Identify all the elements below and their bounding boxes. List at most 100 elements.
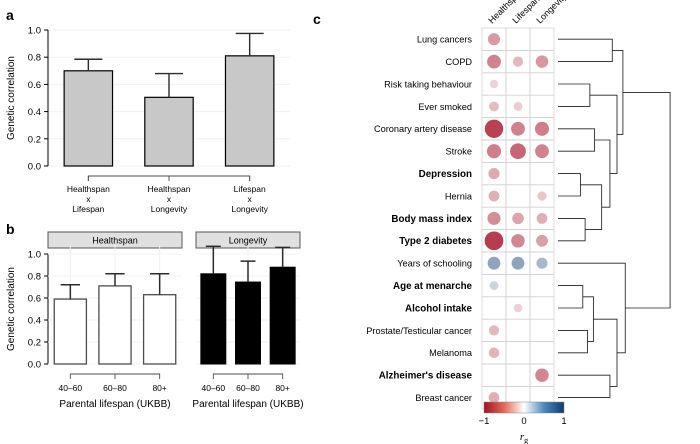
bar <box>200 273 227 365</box>
correlation-dot <box>487 256 501 270</box>
dendrogram-link <box>558 217 586 242</box>
bar <box>224 55 275 167</box>
correlation-dot <box>511 121 525 136</box>
correlation-dot <box>537 191 547 201</box>
category-label: Lifespan <box>72 204 104 214</box>
correlation-dot <box>511 234 525 248</box>
dendrogram-link <box>622 91 671 309</box>
panel-c-letter: c <box>313 11 321 27</box>
correlation-dot <box>488 392 500 404</box>
row-label: Stroke <box>445 147 472 157</box>
correlation-dot <box>484 119 504 138</box>
bar <box>269 266 296 365</box>
dendrogram-link <box>612 49 624 135</box>
y-tick-label: 0.6 <box>28 294 41 305</box>
row-label: COPD <box>445 57 472 67</box>
bar <box>144 96 194 167</box>
correlation-dot <box>536 212 548 224</box>
matrix-cell <box>505 274 531 298</box>
y-tick-label: 0.4 <box>28 316 41 327</box>
y-tick-label: 0.6 <box>28 80 41 91</box>
correlation-dot <box>487 33 501 46</box>
matrix-cell <box>481 296 507 320</box>
matrix-cell <box>505 27 531 51</box>
correlation-dot <box>486 144 502 159</box>
colorbar-tick-label: −1 <box>479 416 490 427</box>
facet-title: Healthspan <box>92 236 138 246</box>
colorbar <box>483 401 565 414</box>
correlation-dot <box>536 234 548 247</box>
category-label: 40–60 <box>59 383 83 393</box>
dendrogram-link <box>594 139 611 208</box>
dendrogram-link <box>558 329 588 354</box>
correlation-dot <box>536 257 548 269</box>
matrix-cell <box>505 363 531 387</box>
dendrogram-link <box>580 184 603 231</box>
correlation-dot <box>513 303 523 313</box>
row-label: Hernia <box>445 191 473 201</box>
colorbar-tick-label: 0 <box>521 416 526 427</box>
row-label: Lung cancers <box>417 35 473 45</box>
dendrogram-link <box>558 128 596 152</box>
category-label: Lifespan <box>234 184 266 194</box>
row-label: Melanoma <box>429 348 473 358</box>
x-axis-title: Parental lifespan (UKBB) <box>192 399 303 410</box>
y-tick-label: 0.0 <box>28 360 41 371</box>
correlation-dot <box>487 54 501 69</box>
category-label: x <box>248 194 253 204</box>
row-label: Type 2 diabetes <box>399 236 472 247</box>
matrix-cell <box>529 341 555 365</box>
correlation-dot <box>488 168 500 180</box>
category-label: x <box>86 194 91 204</box>
category-label: 80+ <box>152 383 166 393</box>
dendrogram-link <box>558 38 613 63</box>
y-tick-label: 0.8 <box>28 53 41 64</box>
correlation-dot <box>513 101 523 111</box>
y-tick-label: 0.0 <box>28 162 41 173</box>
dendrogram-link <box>558 83 591 107</box>
y-tick-label: 0.2 <box>28 134 41 145</box>
matrix-cell <box>529 27 555 51</box>
bar <box>98 285 132 365</box>
panel-b-letter: b <box>6 221 15 237</box>
row-label: Risk taking behaviour <box>384 79 472 89</box>
y-axis-title: Genetic correlation <box>6 267 17 351</box>
correlation-dot <box>489 281 499 291</box>
dendrogram-link <box>593 318 618 387</box>
dendrogram-link <box>558 173 581 197</box>
matrix-cell <box>529 94 555 118</box>
row-label: Depression <box>419 169 472 180</box>
correlation-dot <box>489 101 499 112</box>
bar <box>53 298 88 365</box>
facet-title: Longevity <box>229 236 268 246</box>
x-axis-title: Parental lifespan (UKBB) <box>59 399 170 410</box>
row-label: Coronary artery disease <box>374 124 472 134</box>
dendrogram-link <box>582 296 594 343</box>
correlation-dot <box>512 212 524 225</box>
correlation-dot <box>535 55 549 68</box>
matrix-cell <box>505 341 531 365</box>
row-label: Breast cancer <box>415 393 472 403</box>
matrix-cell <box>505 184 531 208</box>
matrix-cell <box>529 162 555 186</box>
y-tick-label: 0.8 <box>28 272 41 283</box>
matrix-cell <box>529 72 555 96</box>
column-header: Longevity <box>534 0 569 25</box>
category-label: Healthspan <box>147 184 190 194</box>
correlation-dot <box>511 256 525 270</box>
correlation-dot <box>484 231 504 251</box>
matrix-cell <box>505 162 531 186</box>
correlation-dot <box>488 347 500 359</box>
matrix-cell <box>529 274 555 298</box>
dendrogram-link <box>589 94 618 175</box>
category-label: 60–80 <box>236 383 260 393</box>
category-label: Longevity <box>231 204 268 214</box>
correlation-dot <box>488 325 500 336</box>
bar <box>235 281 261 365</box>
correlation-dot <box>534 121 550 136</box>
y-axis-title: Genetic correlation <box>6 56 17 140</box>
colorbar-title: rg <box>520 431 528 444</box>
